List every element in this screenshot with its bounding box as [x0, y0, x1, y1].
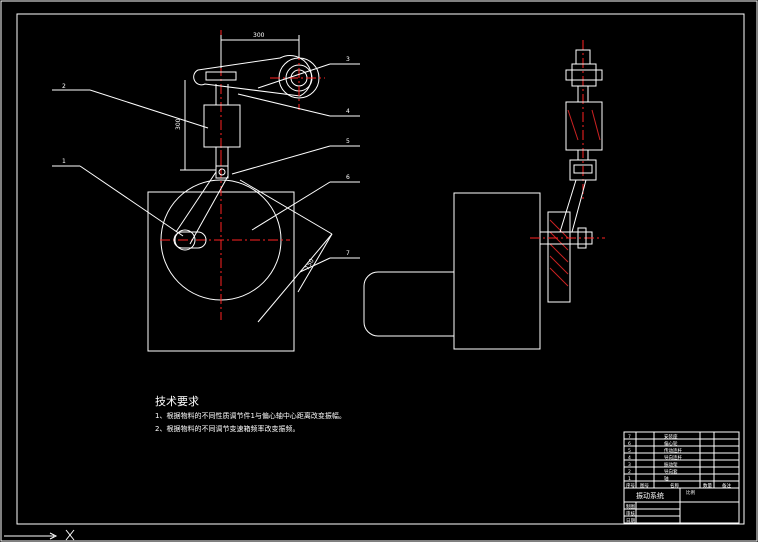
svg-text:传动连杆: 传动连杆: [664, 447, 682, 454]
adjust-slot: [173, 231, 207, 249]
svg-text:2: 2: [628, 469, 631, 475]
side-view: [363, 40, 605, 350]
ucs-icon: [4, 529, 75, 541]
svg-text:审核: 审核: [626, 510, 635, 517]
side-slider: [565, 101, 603, 151]
title-block: 7 安装座 6 偏心轮 5 传动连杆 4 导向连杆 3 振动架 2 导向套 1 …: [623, 431, 740, 524]
gearbox: [453, 192, 541, 350]
callout-1: 1: [62, 158, 66, 165]
svg-text:名称: 名称: [670, 482, 679, 489]
svg-text:序号: 序号: [626, 482, 635, 489]
svg-text:6: 6: [628, 441, 631, 447]
tech-title: 技术要求: [155, 395, 199, 408]
callout-7: 7: [346, 250, 350, 257]
tech-note-1: 1、根据物料的不同性质调节件1与偏心轴中心距离改变振幅。: [155, 411, 346, 420]
svg-text:图号: 图号: [640, 483, 649, 489]
lever-arm: [193, 55, 312, 97]
svg-text:导向连杆: 导向连杆: [664, 454, 682, 461]
svg-text:备注: 备注: [722, 482, 731, 489]
svg-text:日期: 日期: [626, 518, 635, 524]
callout-3: 3: [346, 56, 350, 63]
callout-4: 4: [346, 108, 350, 115]
svg-text:制图: 制图: [626, 503, 635, 510]
callout-5: 5: [346, 138, 350, 145]
callout-2: 2: [62, 83, 66, 90]
svg-text:5: 5: [628, 448, 631, 454]
front-view: 300 300 150 2 1 3 4 5 6 7: [52, 30, 360, 352]
svg-text:比例: 比例: [686, 489, 695, 496]
svg-text:轴: 轴: [664, 475, 669, 482]
svg-text:7: 7: [628, 434, 631, 440]
inner-frame: [16, 13, 745, 525]
svg-text:偏心轮: 偏心轮: [664, 440, 678, 447]
motor-body: [363, 271, 454, 337]
svg-text:4: 4: [628, 455, 631, 461]
svg-text:3: 3: [628, 462, 631, 468]
callout-6: 6: [346, 174, 350, 181]
svg-text:1: 1: [628, 476, 631, 482]
dim-top: 300: [253, 32, 265, 39]
drawing-name: 振动系统: [636, 491, 664, 500]
guide-slider: [203, 104, 241, 148]
svg-text:300: 300: [175, 118, 182, 130]
svg-text:振动架: 振动架: [664, 461, 678, 468]
svg-text:数量: 数量: [703, 482, 712, 489]
svg-text:安装座: 安装座: [664, 433, 678, 440]
tech-note-2: 2、根据物料的不同调节变速箱频率改变振频。: [155, 424, 299, 433]
svg-text:导向套: 导向套: [664, 468, 678, 475]
